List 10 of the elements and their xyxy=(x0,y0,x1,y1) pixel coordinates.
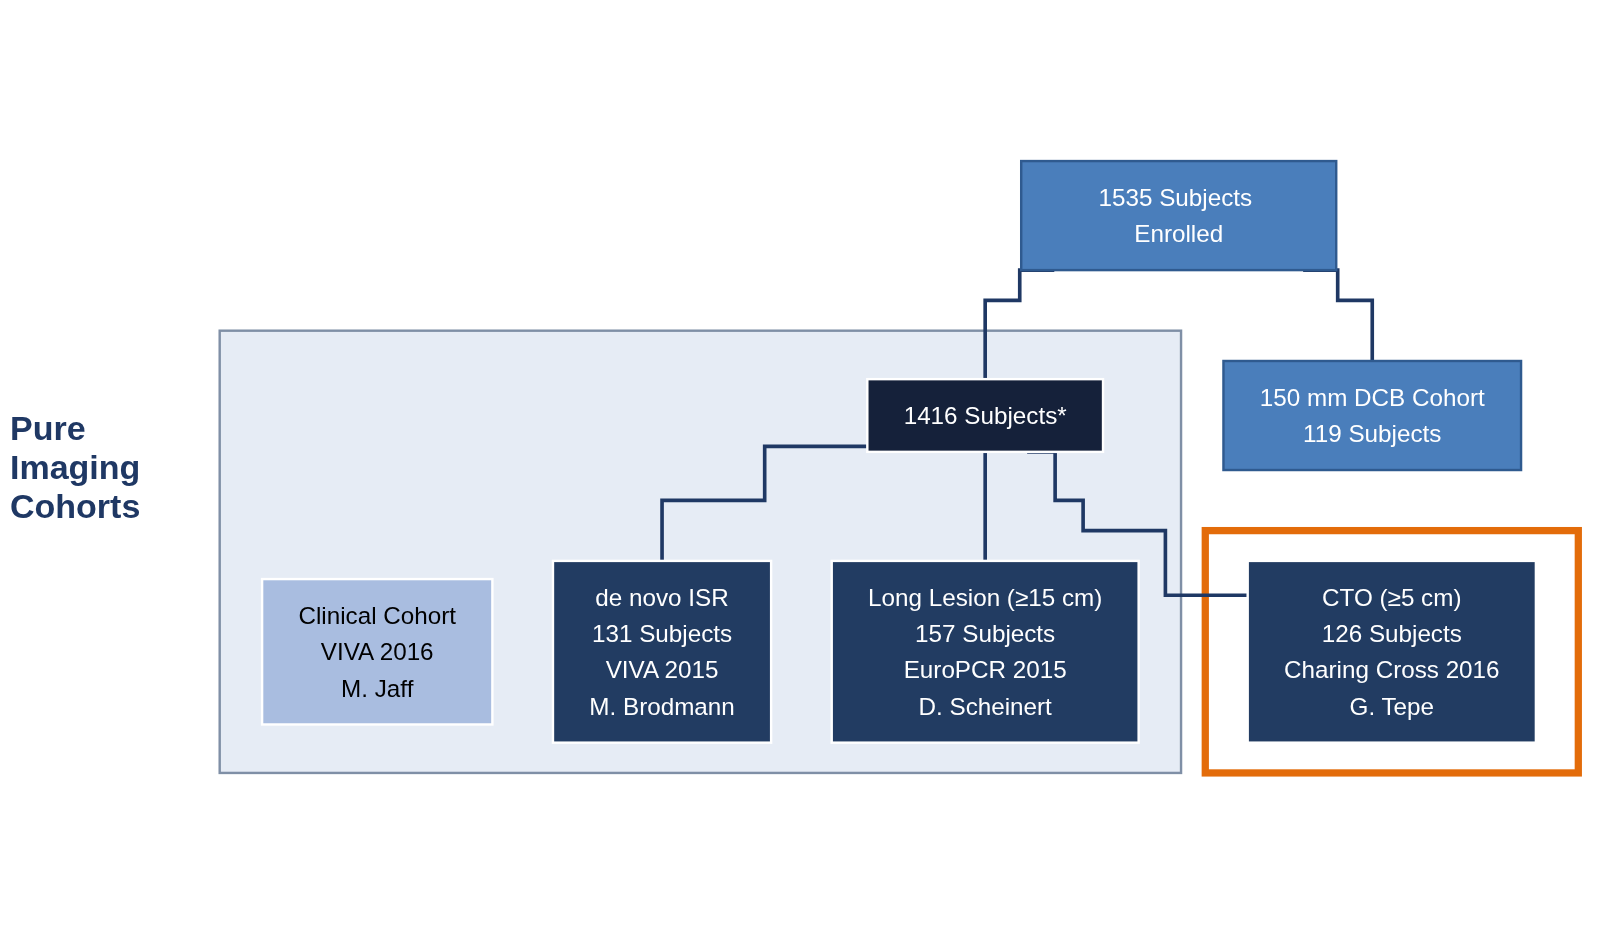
node-box: 150 mm DCB Cohort 119 Subjects xyxy=(1222,359,1523,472)
cluster xyxy=(218,329,1183,775)
node-box: 1535 Subjects Enrolled xyxy=(1020,159,1338,272)
node-box: Clinical Cohort VIVA 2016 M. Jaff xyxy=(260,577,494,726)
node-box: Long Lesion (≥15 cm) 157 Subjects EuroPCR 2015 D. Scheinert xyxy=(830,559,1140,744)
cluster xyxy=(1201,526,1582,777)
node-box: 1416 Subjects* xyxy=(866,377,1105,454)
side-label: Pure Imaging Cohorts xyxy=(10,408,142,526)
node-box: de novo ISR 131 Subjects VIVA 2015 M. Brodmann xyxy=(551,559,773,744)
node-box: CTO (≥5 cm) 126 Subjects Charing Cross 2016 G. Tepe xyxy=(1246,559,1538,744)
